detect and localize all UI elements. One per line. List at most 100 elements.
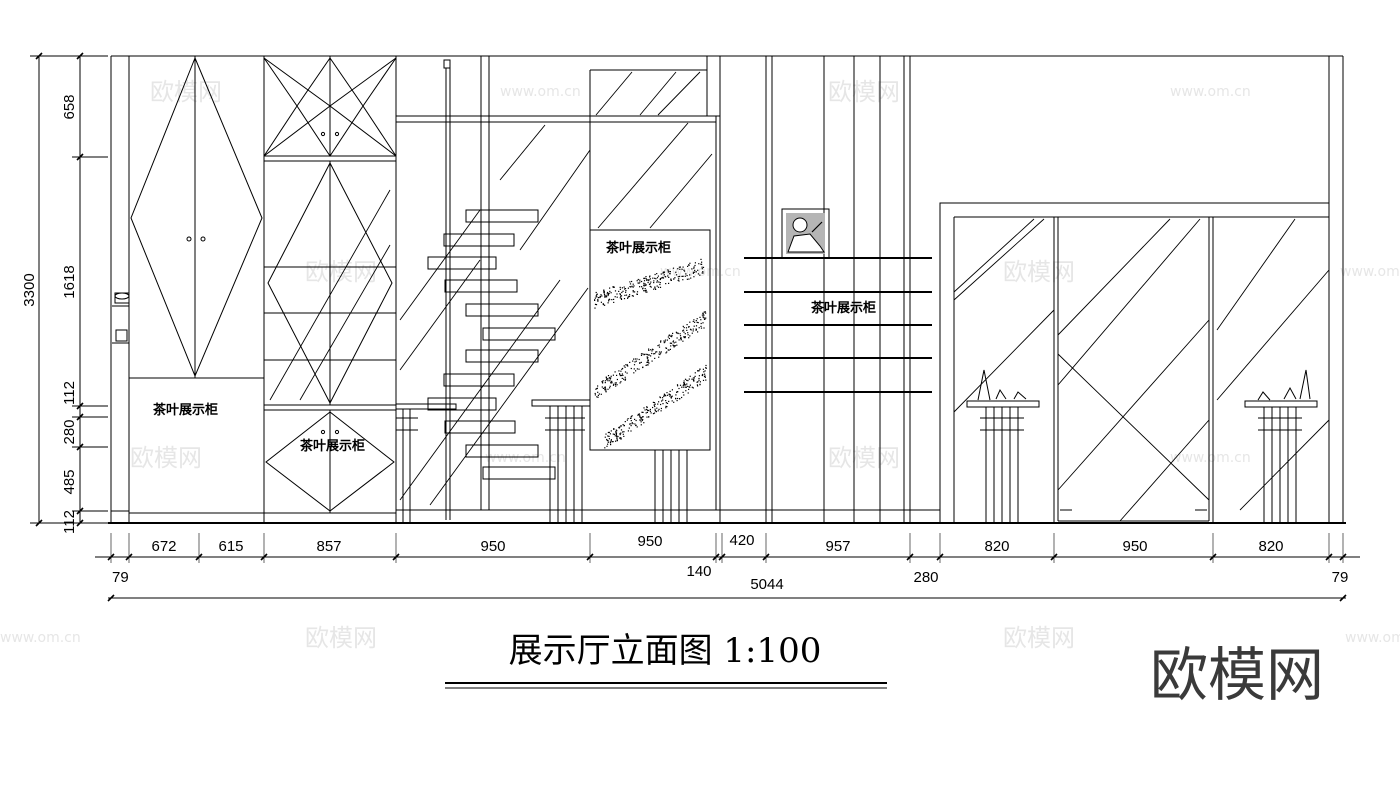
frosted-dot <box>629 286 631 288</box>
frosted-dot <box>694 372 696 374</box>
frosted-dot <box>651 360 653 362</box>
frosted-dot <box>666 339 668 341</box>
frosted-dot <box>698 377 700 380</box>
frosted-dot <box>614 296 616 298</box>
frosted-dot <box>684 386 686 388</box>
frosted-dot <box>624 371 627 373</box>
frosted-dot <box>688 264 690 266</box>
frosted-dot <box>671 336 673 338</box>
frosted-dot <box>659 282 661 284</box>
frosted-dot <box>607 378 609 380</box>
frosted-dot <box>645 412 647 414</box>
frosted-dot <box>635 370 637 372</box>
watermark-text: 欧模网 <box>305 258 377 286</box>
dimension-tick <box>76 153 84 161</box>
frosted-dot <box>619 426 621 428</box>
frosted-dot <box>630 423 632 425</box>
frosted-dot <box>609 290 611 292</box>
frosted-dot <box>689 335 691 337</box>
frosted-dot <box>683 382 686 384</box>
frosted-dot <box>620 432 622 434</box>
frosted-dot <box>679 268 681 270</box>
frosted-dot <box>610 377 612 379</box>
dim-h-672: 672 <box>151 538 176 555</box>
frosted-dot <box>704 376 706 378</box>
frosted-dot <box>678 339 680 341</box>
frosted-dot <box>663 342 665 344</box>
frosted-dot <box>620 425 622 427</box>
frosted-dot <box>620 381 622 383</box>
frosted-dot <box>679 266 681 268</box>
frosted-dot <box>594 394 596 396</box>
frosted-dot <box>619 373 621 375</box>
frosted-dot <box>679 333 681 335</box>
frosted-dot <box>679 384 682 386</box>
frosted-dot <box>648 280 650 282</box>
frosted-dot <box>648 349 650 351</box>
frosted-dot <box>613 428 615 430</box>
frosted-dot <box>622 433 624 435</box>
frosted-dot <box>674 277 676 279</box>
frosted-dot <box>615 382 617 384</box>
frosted-dot <box>615 432 617 435</box>
frosted-dot <box>682 275 684 277</box>
frosted-dot <box>688 264 690 266</box>
frosted-dot <box>669 271 671 273</box>
frosted-dot <box>627 287 629 289</box>
frosted-dot <box>606 439 608 441</box>
frosted-dot <box>701 268 703 270</box>
frosted-dot <box>658 344 660 346</box>
frosted-dot <box>678 387 680 390</box>
frosted-dot <box>667 275 669 277</box>
dim-h-79-left: 79 <box>112 569 129 586</box>
frosted-dot <box>610 375 612 377</box>
frosted-dot <box>663 274 665 276</box>
frosted-dot <box>705 367 707 369</box>
frosted-dot <box>651 352 653 355</box>
frosted-dot <box>688 278 690 280</box>
frosted-dot <box>696 318 698 320</box>
frosted-dot <box>668 337 670 340</box>
frosted-dot <box>700 327 703 329</box>
frosted-dot <box>686 383 688 385</box>
frosted-dot <box>675 397 677 399</box>
frosted-dot <box>652 413 655 415</box>
frosted-dot <box>621 287 623 289</box>
frosted-dot <box>653 402 656 404</box>
frosted-dot <box>686 385 688 387</box>
frosted-dot <box>631 280 633 283</box>
frosted-dot <box>595 291 597 294</box>
frosted-dot <box>658 281 660 283</box>
frosted-dot <box>627 296 629 298</box>
frosted-dot <box>685 273 687 275</box>
dim-v-485: 485 <box>61 469 78 494</box>
frosted-dot <box>677 268 679 270</box>
frosted-dot <box>683 383 685 385</box>
watermark-text: 欧模网 <box>130 444 202 472</box>
frosted-dot <box>697 322 699 324</box>
frosted-dot <box>700 325 702 327</box>
frosted-dot <box>684 275 686 277</box>
frosted-dot <box>703 375 706 377</box>
watermark-url: www.om.cn <box>1170 450 1251 466</box>
frosted-dot <box>619 288 621 290</box>
frosted-dot <box>692 377 694 379</box>
watermark-url: www.om.cn <box>485 450 566 466</box>
frosted-dot <box>616 430 618 432</box>
frosted-dot <box>682 391 684 393</box>
frosted-dot <box>660 273 662 275</box>
frosted-dot <box>625 294 628 296</box>
tea-table-right-1 <box>966 369 1040 523</box>
frosted-dot <box>693 319 695 321</box>
frosted-dot <box>620 297 622 299</box>
frosted-dot <box>695 329 697 331</box>
frosted-dot <box>681 268 683 270</box>
frosted-dot <box>606 291 609 294</box>
frosted-dot <box>644 290 646 292</box>
frosted-dot <box>665 352 667 354</box>
frosted-dot <box>700 319 702 321</box>
frosted-dot <box>665 283 667 285</box>
watermark-url: www.om.cn <box>1345 630 1400 646</box>
frosted-dot <box>672 267 675 269</box>
frosted-dot <box>634 358 636 360</box>
